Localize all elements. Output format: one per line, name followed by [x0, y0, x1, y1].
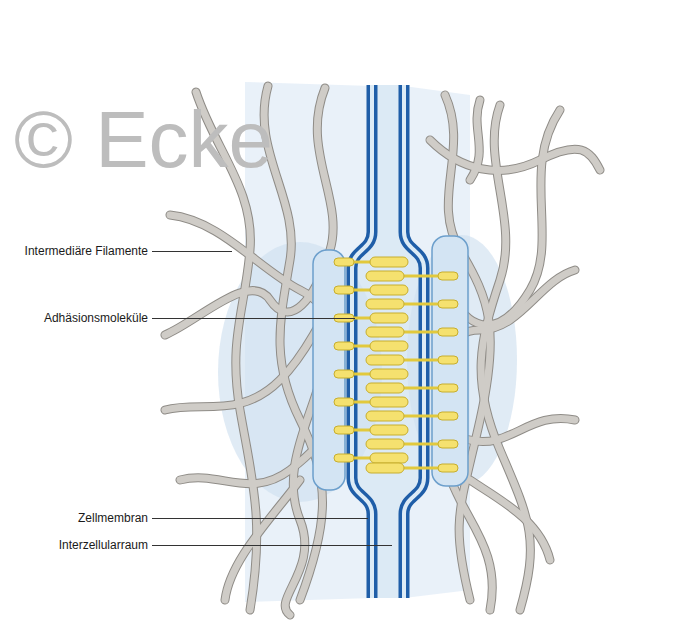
leader-lines — [152, 252, 392, 546]
leader-line — [152, 251, 232, 252]
watermark: © Ecke — [14, 95, 273, 185]
adhesion-molecules — [334, 257, 458, 473]
cell-membrane — [352, 85, 424, 598]
part-label: Intermediäre Filamente — [2, 243, 148, 259]
leader-line — [152, 518, 368, 519]
leader-line — [152, 545, 392, 546]
part-label: Adhäsionsmoleküle — [2, 310, 148, 326]
part-label: Interzellularraum — [2, 537, 148, 553]
leader-line — [152, 318, 355, 319]
part-label: Zellmembran — [2, 510, 148, 526]
